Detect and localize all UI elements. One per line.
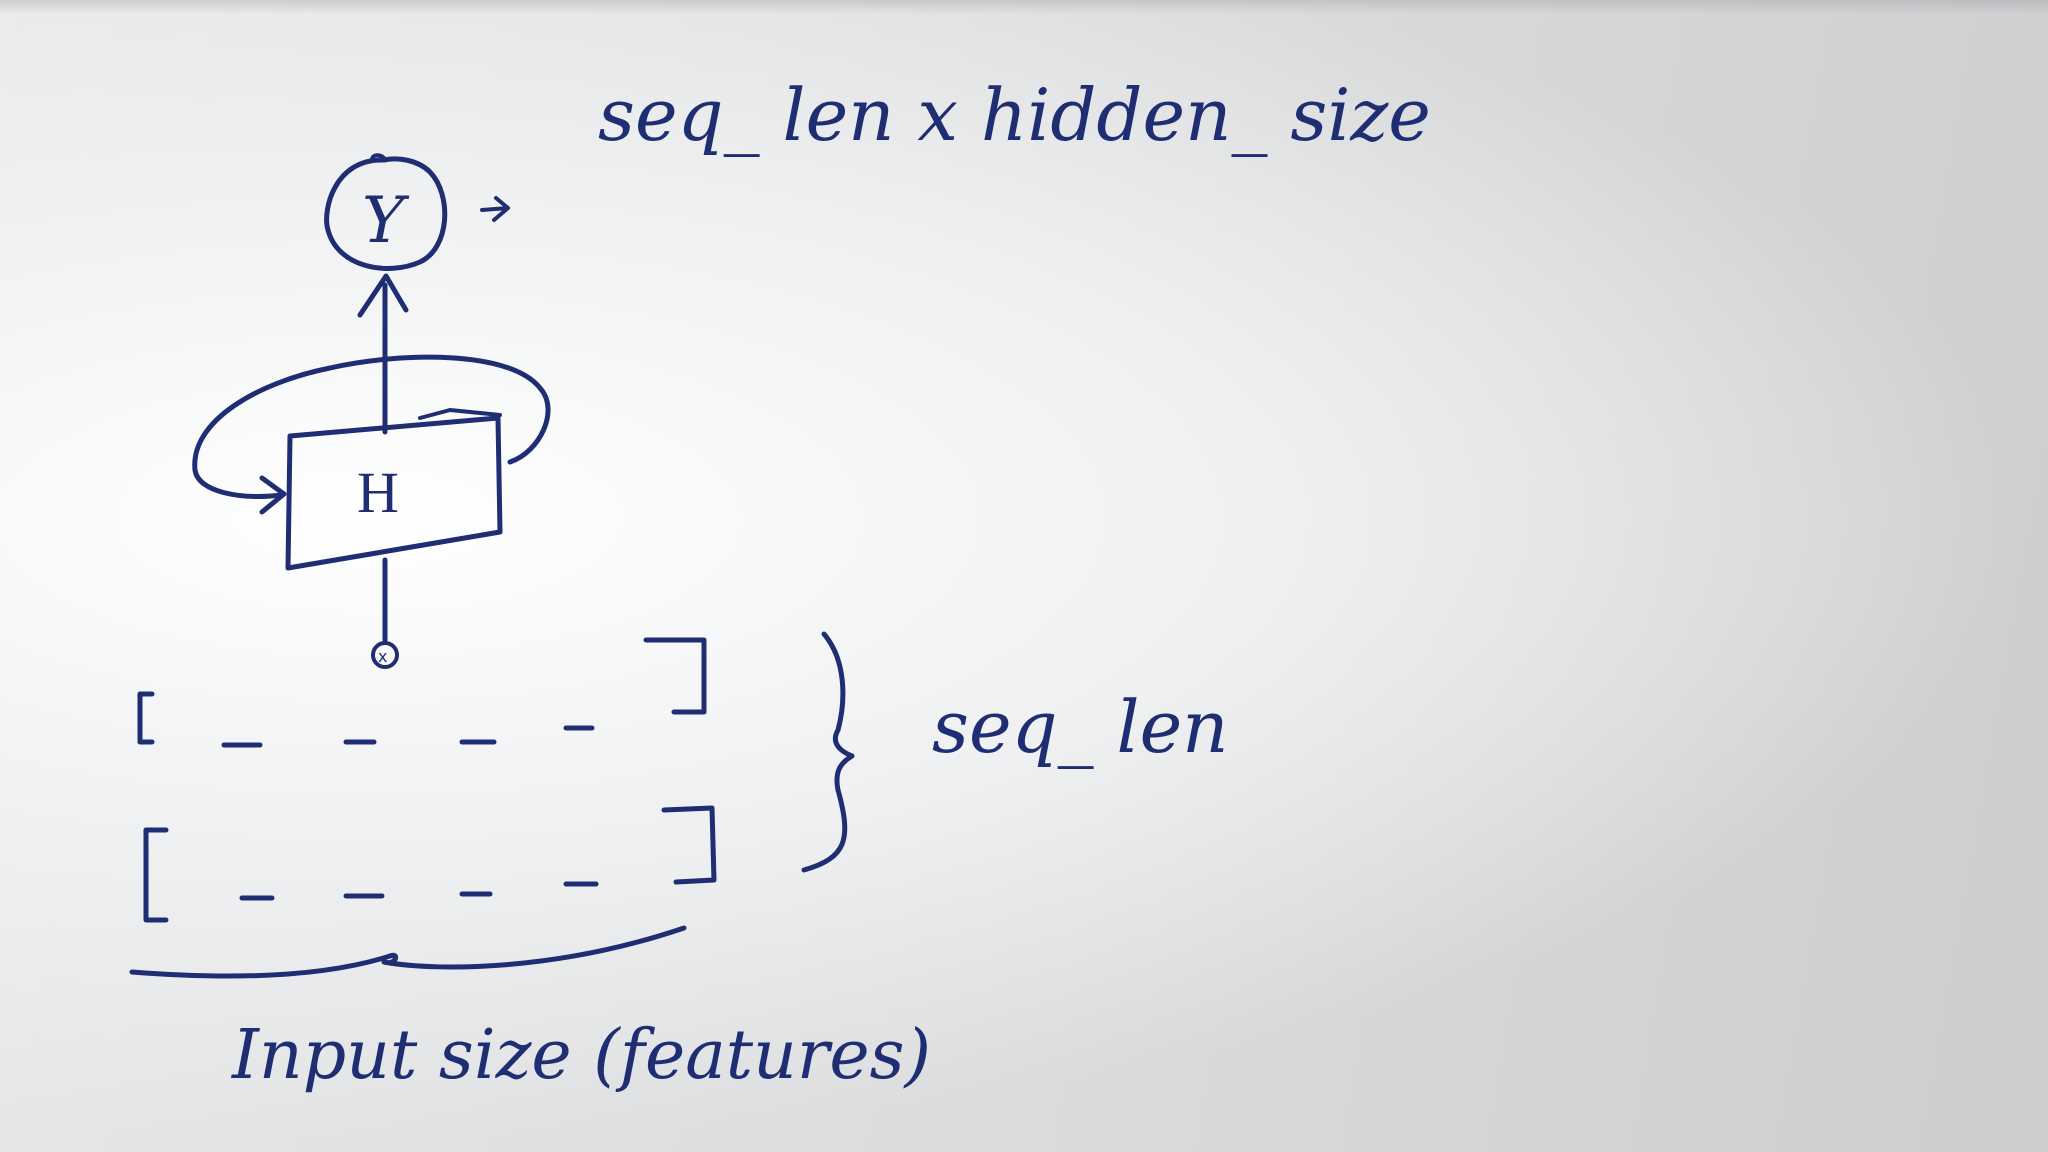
board-top-edge-shadow <box>0 0 2048 14</box>
row-2-left-bracket <box>143 827 169 923</box>
hidden-to-output-arrow <box>357 273 409 435</box>
hidden-node-label: H <box>357 460 399 525</box>
output-node-circle-tick <box>370 153 386 162</box>
hidden-node-box-top-mark <box>418 408 502 420</box>
hidden-node: H <box>285 408 503 571</box>
hidden-to-output-arrowhead <box>357 273 409 318</box>
input-size-label: Input size (features) <box>230 1016 931 1095</box>
row-2-right-bracket <box>661 805 717 885</box>
input-size-brace-curve <box>129 925 687 979</box>
sequence-length-brace-curve <box>801 631 855 873</box>
recurrent-loop-curve <box>192 354 551 499</box>
hidden-node-box <box>285 415 503 571</box>
input-node-label: x <box>378 647 387 666</box>
output-node-label: Y <box>362 184 410 258</box>
input-vector-row-2 <box>143 805 717 923</box>
sequence-length-brace: seq_ len <box>801 631 1229 873</box>
input-size-brace: Input size (features) <box>129 925 931 1095</box>
input-vector-row-1 <box>137 637 707 748</box>
output-size-label: seq_ len x hidden_ size <box>598 73 1431 157</box>
row-1-left-bracket <box>137 691 155 745</box>
output-arrow <box>480 196 510 222</box>
input-node <box>371 641 399 669</box>
output-node: Y <box>324 153 510 271</box>
row-1-right-bracket <box>643 637 707 715</box>
sequence-length-label: seq_ len <box>932 685 1229 769</box>
recurrent-loop-arrowhead <box>259 475 287 515</box>
input-to-hidden-link: x <box>371 557 399 669</box>
output-node-circle <box>324 156 448 271</box>
recurrent-loop <box>192 354 551 515</box>
